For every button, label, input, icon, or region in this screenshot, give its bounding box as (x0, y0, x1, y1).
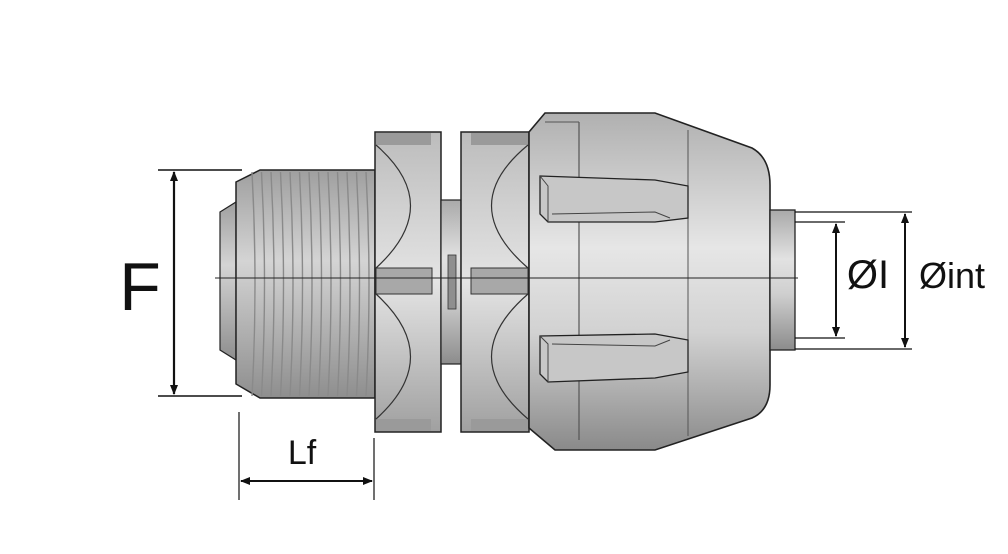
thread-groove (279, 171, 285, 397)
thread-groove (298, 171, 304, 397)
tube-outlet (769, 209, 796, 351)
thread-groove (317, 171, 323, 397)
thread-groove (308, 171, 313, 397)
thread-groove (327, 171, 332, 397)
dimension-dia-I: ØI (795, 221, 889, 339)
threaded-section (235, 169, 376, 399)
dimension-label-F: F (119, 249, 161, 325)
dimension-Lf: Lf (238, 412, 375, 500)
hex-nut-right (460, 131, 530, 433)
thread-tip (219, 200, 237, 362)
dimension-label-dia-I: ØI (847, 253, 889, 297)
dimension-label-Lf: Lf (288, 434, 317, 472)
spacer-washer (440, 199, 462, 365)
thread-groove (336, 171, 342, 397)
thread-groove (260, 171, 266, 397)
dimension-F: F (119, 169, 242, 397)
thread-groove (365, 171, 370, 397)
clamp-cap (528, 112, 771, 451)
thread-groove (251, 171, 256, 397)
hex-nut-left (374, 131, 442, 433)
thread-groove (289, 171, 294, 397)
thread-groove (355, 171, 361, 397)
dimension-label-dia-int: Øint (919, 255, 985, 296)
thread-groove (346, 171, 351, 397)
thread-groove (270, 171, 275, 397)
dimension-dia-int: Øint (795, 211, 985, 350)
